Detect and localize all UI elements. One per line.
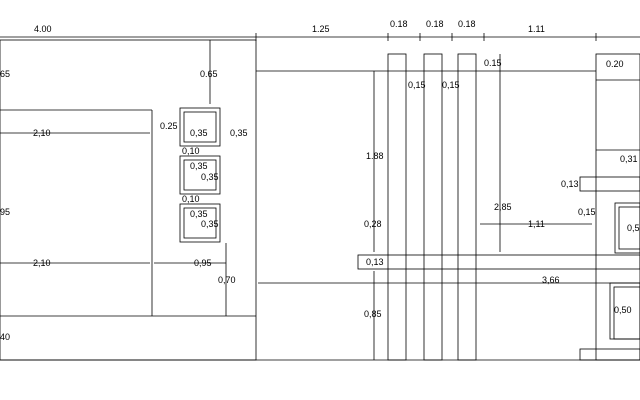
dim-label: 0,13 <box>561 179 579 189</box>
dim-label: 0,15 <box>408 80 426 90</box>
dim-label: 1.11 <box>528 24 545 34</box>
dim-label: 0.20 <box>606 59 624 69</box>
main-wall-outline <box>0 39 257 361</box>
column-3 <box>457 53 477 361</box>
dim-label: 0,13 <box>366 257 384 267</box>
dim-label: 0,85 <box>364 309 382 319</box>
slab-band <box>357 254 640 270</box>
dim-label: 0.65 <box>200 69 218 79</box>
column-2 <box>423 53 443 361</box>
dim-label: 0,35 <box>201 219 219 229</box>
dim-label: 1,11 <box>528 219 545 229</box>
dim-label: 0,35 <box>201 172 219 182</box>
dim-label: 65 <box>0 69 10 79</box>
dim-label: 1.25 <box>312 24 330 34</box>
right-window <box>614 202 640 254</box>
dim-label: 4.00 <box>34 24 52 34</box>
dim-label: 0,35 <box>190 128 208 138</box>
dim-label: 2,10 <box>33 128 51 138</box>
dim-label: 0,35 <box>190 161 208 171</box>
dim-label: 0.15 <box>484 58 502 68</box>
dim-label: 0,35 <box>190 209 208 219</box>
dim-label: 0.18 <box>426 19 444 29</box>
dim-label: 95 <box>0 207 10 217</box>
dim-label: 0,10 <box>182 146 200 156</box>
square-opening-2 <box>179 155 221 195</box>
dim-label: 2,10 <box>33 258 51 268</box>
dim-label: 0,95 <box>194 258 212 268</box>
dim-label: 0,50 <box>614 305 632 315</box>
dim-label: 0,15 <box>442 80 460 90</box>
dim-label: 0,15 <box>578 207 596 217</box>
dim-label: 0,28 <box>364 219 382 229</box>
dim-label: 0.18 <box>390 19 408 29</box>
dim-label: 0,5 <box>627 223 640 233</box>
dim-label: 2,85 <box>494 202 512 212</box>
square-opening-3 <box>179 203 221 243</box>
dim-label: 3,66 <box>542 275 560 285</box>
square-opening-1 <box>179 107 221 147</box>
dim-label: 0,35 <box>230 128 248 138</box>
dim-label: 1.88 <box>366 151 384 161</box>
dim-label: 0.18 <box>458 19 476 29</box>
dim-label: 0.25 <box>160 121 178 131</box>
dim-label: 40 <box>0 332 10 342</box>
dim-label: 0,10 <box>182 194 200 204</box>
column-1 <box>387 53 407 361</box>
dim-label: 0,31 <box>620 154 638 164</box>
dim-label: 0,70 <box>218 275 236 285</box>
